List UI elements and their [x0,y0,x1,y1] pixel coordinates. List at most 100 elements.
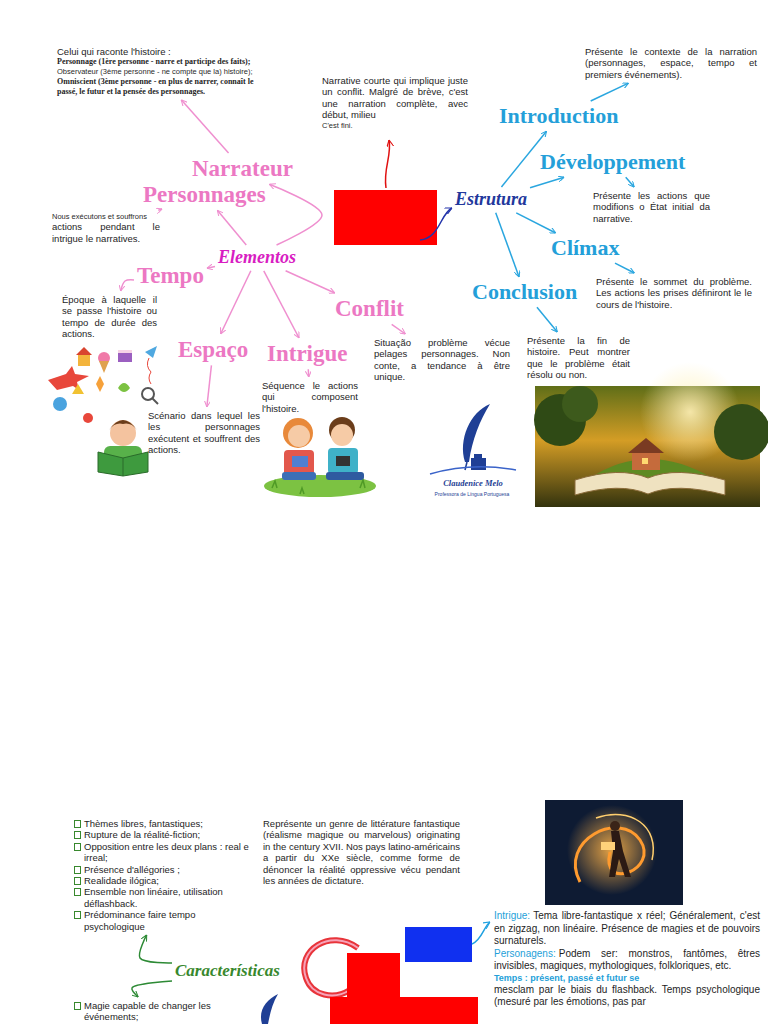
node-text: Présente le sommet du problème. Les acti… [596,276,752,310]
node-text: Thèmes libres, fantastiques; [73,818,255,829]
node-text: actions pendant le intrigue le narrative… [52,221,160,244]
sitting-kids-illustration [326,472,364,480]
sitting-kids-illustration [283,418,313,448]
author-role: Professora de Língua Portuguesa [420,491,524,497]
connector-arrow [269,184,322,245]
node-text: Époque à laquelle il se passe l'histoire… [62,294,157,340]
node-text: Temps : présent, passé et futur se [494,973,760,984]
reading-child-illustration [110,420,136,446]
node-text: Omniscient (3ème personne - en plus de n… [57,77,255,97]
reading-child-illustration [109,420,137,430]
fantasy-picture [596,814,653,860]
connector-arrow [496,213,519,277]
reading-child-illustration [48,346,158,476]
storybook-picture [575,472,725,495]
connector-arrow [139,935,172,963]
sitting-kids-illustration [292,456,308,467]
reading-child-illustration [83,413,93,423]
connector-arrow [626,177,634,187]
reading-child-illustration [48,366,89,390]
characteristics-list: Thèmes libres, fantastiques;Rupture de l… [73,818,255,932]
quill-logo [430,404,516,474]
description-block: Celui qui raconte l'histoire :Personnage… [57,46,255,97]
node-text: C'est fini. [322,121,468,130]
fantasy-picture [609,831,631,877]
node-text: Tempo [137,263,204,288]
node-text: Narrateur [192,156,293,181]
blue-arrow [472,922,490,944]
node-text: Observateur (3ème personne - ne compte q… [57,67,255,76]
reading-child-illustration [96,376,104,392]
node-text: Séquence le actions qui composent l'hist… [262,380,358,414]
sitting-kids-illustration [331,424,353,446]
node-text: Présente les actions que modifions o Éta… [593,190,710,224]
node-text: Représente un genre de littérature fanta… [263,818,460,886]
fantasy-picture [601,842,615,850]
quill-logo [474,454,482,458]
node-text: Introduction [499,104,618,128]
reading-child-illustration [118,383,130,392]
structure-heading: Développement [540,150,685,174]
title-shapes [261,927,478,1024]
node-text: Prédominance faire tempo psychologique [73,909,255,932]
structure-heading: Conclusion [472,280,577,304]
blue-arrow [472,922,490,944]
connector-arrow [158,209,162,210]
node-text: Estrutura [455,190,527,210]
title-shapes [330,997,478,1024]
node-text: Narrative courte qui implique juste un c… [322,75,468,121]
element-heading: Conflit [335,296,404,321]
description-block: Époque à laquelle il se passe l'histoire… [62,294,157,340]
connector-arrow [615,263,634,273]
element-heading: Narrateur [192,156,293,181]
reading-child-illustration [72,384,84,394]
node-text: Personnages [143,182,266,207]
quill-logo [463,404,490,462]
node-text: Opposition entre les deux plans : real e… [73,841,255,864]
element-heading: Tempo [137,263,204,288]
sitting-kids-illustration [282,472,316,480]
connector-arrow [207,267,215,269]
connector-arrow [221,271,251,334]
node-text: Conflit [335,296,404,321]
characteristics-list: Magie capable de changer les événements; [73,1000,223,1023]
storybook-picture [632,452,660,470]
connector-arrow [307,369,309,377]
description-block: Scénario dans lequel les les personnages… [148,410,260,456]
quill-logo [471,458,486,470]
connector-arrow [537,307,557,332]
element-heading: Intrigue [267,341,348,366]
node-text: Elementos [218,248,296,268]
node-text: Personagens: [494,948,556,961]
sitting-kids-illustration [264,417,376,497]
node-text: Présente la fin de histoire. Peut montre… [527,335,630,381]
node-text: Clímax [551,236,619,260]
storybook-picture [642,458,648,464]
node-text: Magie capable de changer les événements; [73,1000,223,1023]
red-block [334,190,437,245]
feature-block: Intrigue:Tema libre-fantastique x réel; … [494,910,760,1009]
reading-child-illustration [123,458,124,476]
sitting-kids-illustration [328,448,358,474]
fantasy-picture [545,800,683,905]
description-block: Présente les actions que modifions o Éta… [593,190,710,224]
description-block: Présente la fin de histoire. Peut montre… [527,335,630,381]
element-heading: Personnages [143,182,266,207]
fantasy-picture [545,800,683,905]
node-text: Realidade ilógica; [73,875,255,886]
description-block: Présente le sommet du problème. Les acti… [596,276,752,310]
author-name: Claudenice Melo [428,478,518,488]
connector-arrow [591,83,629,101]
connector-arrow [286,271,335,293]
node-text: Ensemble non linéaire, utilisation défla… [73,886,255,909]
navy-arrow [420,208,452,240]
reading-child-illustration [98,452,148,476]
red-block [385,140,389,188]
fantasy-picture [567,805,657,895]
node-text: Présence d'allégories ; [73,864,255,875]
quill-logo [430,467,516,474]
connector-arrow [207,365,212,407]
red-block [334,140,437,245]
connector-arrow [217,210,246,245]
